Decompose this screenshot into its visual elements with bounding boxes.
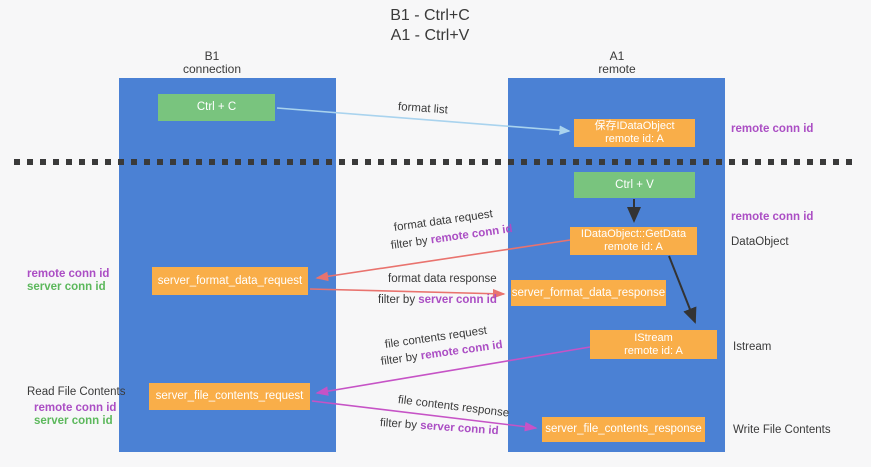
server-conn-id-key: server conn id [418, 294, 497, 306]
file-contents-response-filter: filter by server conn id [380, 417, 499, 437]
ctrl-v-label: Ctrl + V [615, 178, 654, 191]
save-idataobject-line2: remote id: A [605, 133, 664, 145]
filter-by-text: filter by [390, 234, 432, 252]
istream-node: IStream remote id: A [590, 330, 717, 359]
getdata-line2: remote id: A [604, 241, 663, 253]
getdata-line1: IDataObject::GetData [580, 228, 687, 240]
column-header-a1-role: remote [598, 62, 636, 76]
server-file-contents-request-node: server_file_contents_request [149, 383, 310, 410]
format-data-response-filter: filter by server conn id [378, 294, 497, 306]
remote-conn-id-label-top: remote conn id [731, 123, 814, 135]
title-line-1: B1 - Ctrl+C [390, 7, 470, 24]
istream-line1: IStream [634, 331, 673, 344]
ctrl-c-node: Ctrl + C [158, 94, 275, 121]
title-line-2: A1 - Ctrl+V [390, 27, 470, 44]
istream-side-label: Istream [733, 341, 772, 353]
server-conn-id-label-left-bottom: server conn id [34, 415, 113, 427]
server-format-data-request-node: server_format_data_request [152, 267, 308, 295]
server-file-contents-response-node: server_file_contents_response [542, 417, 705, 442]
dataobject-label: DataObject [731, 236, 789, 248]
ctrl-c-label: Ctrl + C [196, 101, 237, 113]
server-format-data-response-node: server_format_data_response [511, 280, 666, 306]
file-contents-response-label: file contents response [397, 394, 510, 420]
filter-by-text: filter by [378, 294, 419, 306]
remote-conn-id-label-left-mid: remote conn id [27, 268, 110, 280]
read-file-contents-label: Read File Contents [27, 386, 126, 398]
diagram-title: B1 - Ctrl+C A1 - Ctrl+V [330, 6, 530, 46]
save-idataobject-node: 保存IDataObject remote id: A [574, 119, 695, 147]
ctrl-v-node: Ctrl + V [574, 172, 695, 198]
column-header-a1: A1 remote [537, 50, 697, 76]
remote-conn-id-label-left-bottom: remote conn id [34, 402, 117, 414]
server-file-contents-request-label: server_file_contents_request [155, 390, 304, 402]
format-list-label: format list [397, 101, 449, 117]
write-file-contents-label: Write File Contents [733, 424, 831, 436]
server-conn-id-key: server conn id [419, 419, 500, 438]
server-format-data-request-label: server_format_data_request [157, 274, 303, 287]
save-idataobject-line1: 保存IDataObject [594, 120, 675, 132]
remote-conn-id-label-mid: remote conn id [731, 211, 814, 223]
column-header-b1-role: connection [182, 62, 242, 76]
column-header-a1-name: A1 [609, 49, 625, 63]
istream-line2: remote id: A [624, 344, 683, 357]
column-header-b1-name: B1 [204, 49, 220, 63]
phase-separator-line [14, 159, 858, 165]
filter-by-text: filter by [380, 350, 422, 368]
format-data-response-label: format data response [388, 273, 497, 285]
server-conn-id-label-left-mid: server conn id [27, 281, 106, 293]
column-header-b1: B1 connection [132, 50, 292, 76]
server-file-contents-response-label: server_file_contents_response [545, 423, 702, 435]
filter-by-text: filter by [379, 417, 421, 432]
server-format-data-response-label: server_format_data_response [511, 286, 666, 299]
getdata-node: IDataObject::GetData remote id: A [570, 227, 697, 255]
